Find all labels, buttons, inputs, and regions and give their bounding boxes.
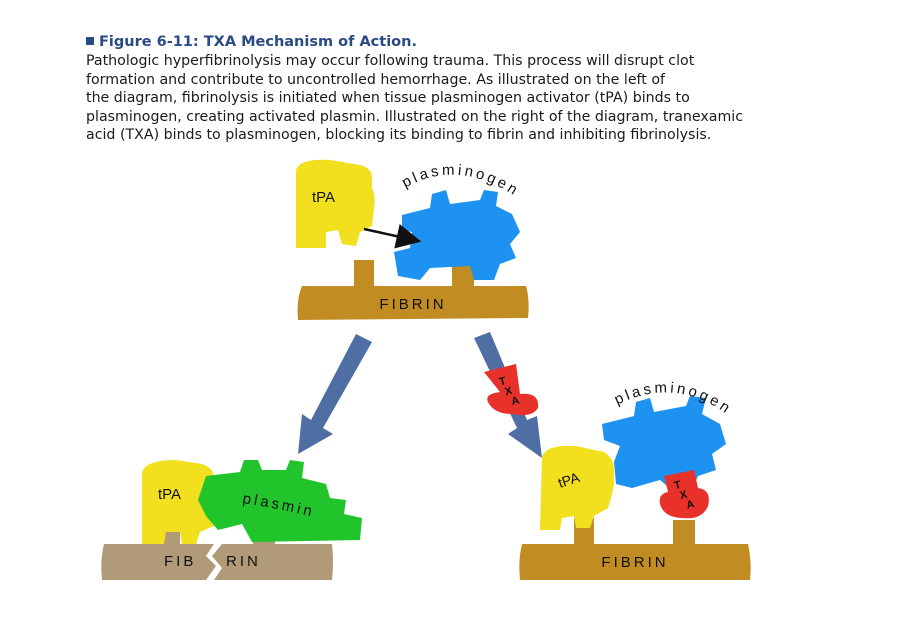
bullet-square-icon — [86, 37, 94, 45]
plasminogen-shape-right: plasminogen — [602, 379, 732, 490]
figure-title-text: Figure 6-11: TXA Mechanism of Action. — [99, 34, 417, 50]
body-line-2: formation and contribute to uncontrolled… — [86, 71, 666, 88]
plasmin-shape-left: plasmin — [198, 460, 362, 542]
tpa-shape-top: tPA — [296, 159, 375, 248]
right-panel: FIBRIN tPA plasminogen TXA — [519, 379, 751, 580]
figure-body: Pathologic hyperfibrinolysis may occur f… — [86, 52, 846, 145]
tpa-label-top: tPA — [312, 189, 335, 206]
top-panel: FIBRIN tPA plasminogen — [296, 159, 529, 320]
arrow-right: TXA — [474, 332, 542, 458]
left-panel: FIB RIN tPA plasmin — [101, 460, 362, 580]
tpa-label-left: tPA — [158, 486, 181, 503]
fibrin-block-top: FIBRIN — [297, 260, 529, 320]
arrow-left — [298, 334, 372, 454]
tpa-shape-right: tPA — [540, 445, 614, 530]
fibrin-block-right: FIBRIN — [519, 518, 751, 580]
body-line-1: Pathologic hyperfibrinolysis may occur f… — [86, 53, 695, 69]
tpa-shape-left: tPA — [142, 460, 217, 544]
plasminogen-label-top: plasminogen — [399, 161, 523, 200]
figure-title: Figure 6-11: TXA Mechanism of Action. — [86, 33, 846, 52]
txa-label-right: TXA — [673, 477, 696, 514]
figure-caption: Figure 6-11: TXA Mechanism of Action. Pa… — [86, 33, 846, 145]
fibrin-label-top: FIBRIN — [379, 296, 446, 313]
txa-molecule-arrow: TXA — [484, 364, 539, 416]
fibrin-label-right: FIBRIN — [601, 554, 668, 571]
body-line-3: the diagram, fibrinolysis is initiated w… — [86, 90, 690, 107]
plasminogen-shape-top: plasminogen — [394, 161, 523, 280]
fibrin-label-left-a: FIB — [164, 553, 196, 570]
binding-arrow — [363, 224, 422, 249]
body-line-4: plasminogen, creating activated plasmin.… — [86, 108, 744, 125]
txa-molecule-right: TXA — [659, 470, 709, 519]
body-line-5: acid (TXA) binds to plasminogen, blockin… — [86, 127, 712, 144]
txa-label-arrow: TXA — [498, 373, 521, 410]
tpa-label-right: tPA — [556, 469, 582, 491]
fibrin-label-left-b: RIN — [226, 553, 261, 570]
